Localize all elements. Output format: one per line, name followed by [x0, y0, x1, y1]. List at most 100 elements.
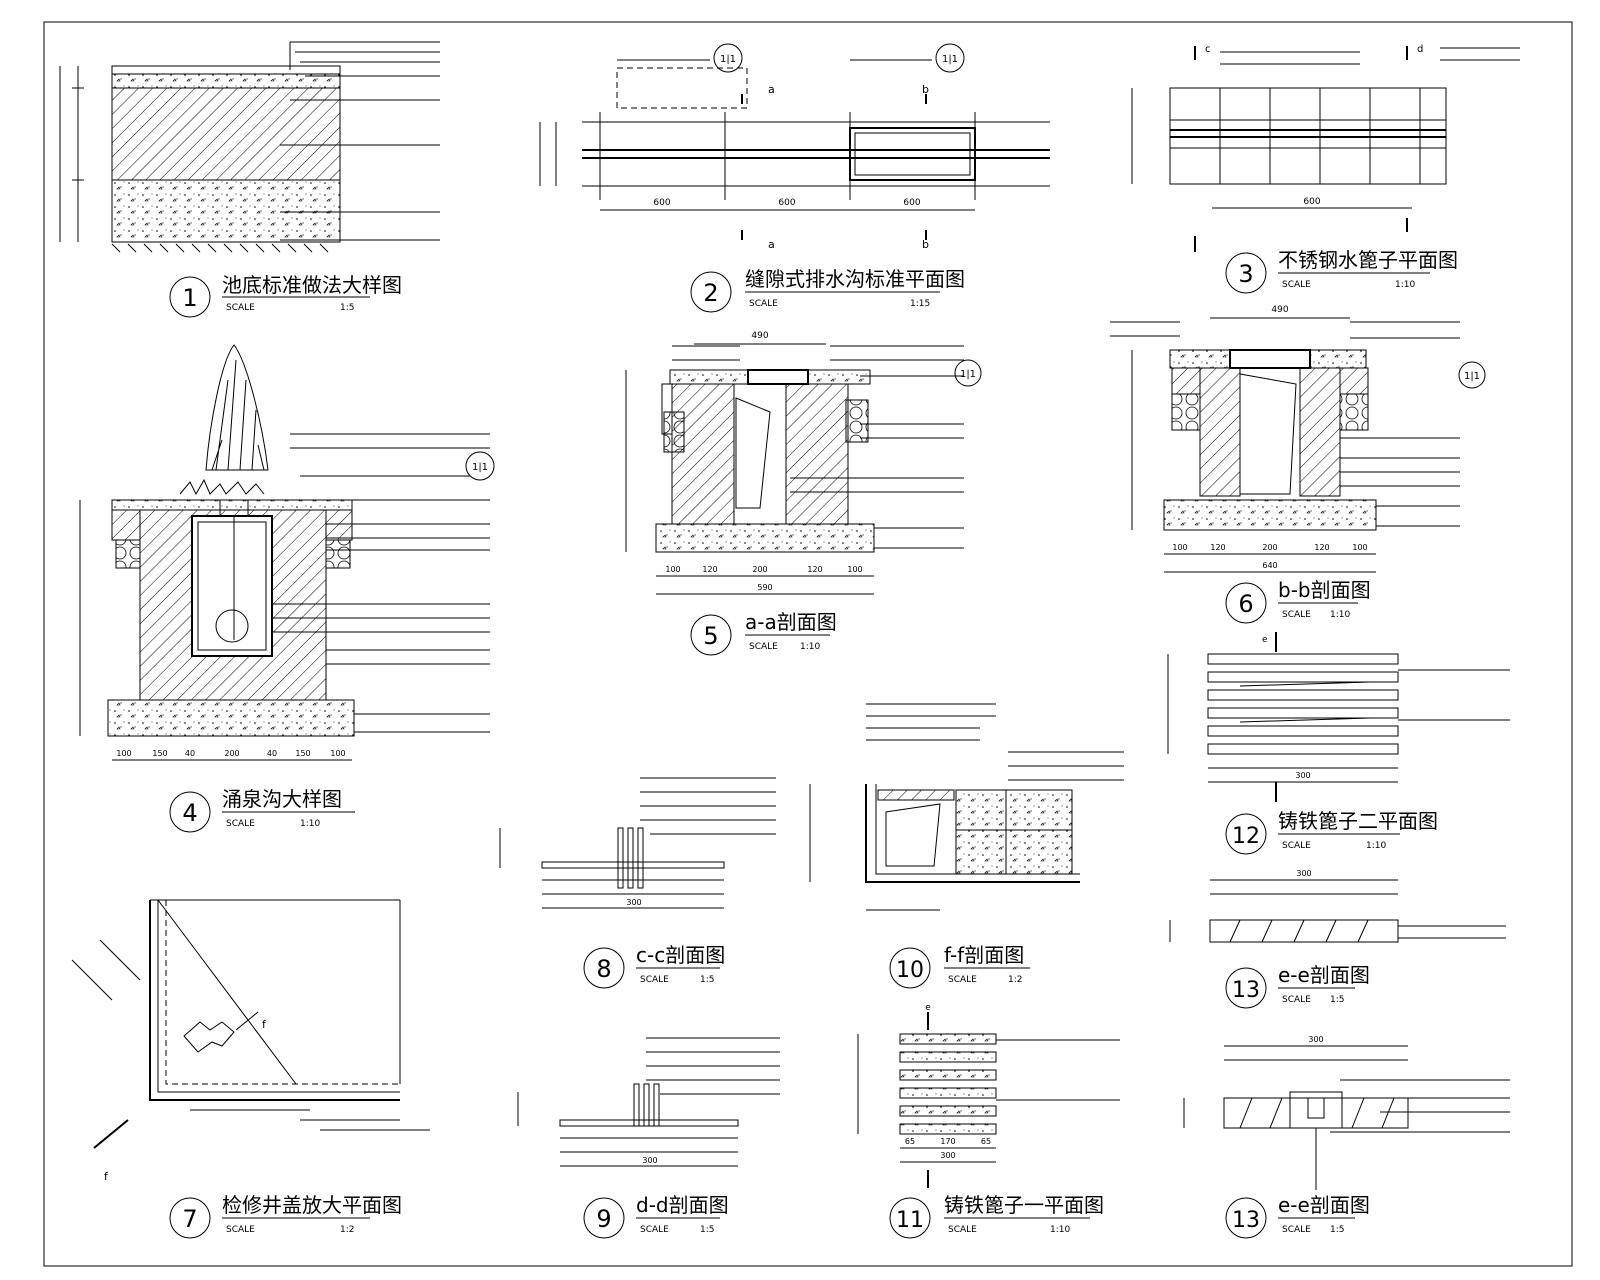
drawing-13-section-e-e-b: 300 13 e-e剖面图 SCALE 1:5	[1183, 1035, 1510, 1239]
drawing-label: 300	[626, 898, 641, 907]
drawing-label: c-c剖面图	[636, 943, 725, 967]
drawing-label: 120	[807, 565, 822, 574]
drawing-6-section-b-b: 490 100 120 200 120 100 640 1|1 6 b-b剖面图…	[1110, 305, 1486, 624]
drawing-label: 铸铁篦子一平面图	[944, 1193, 1104, 1217]
drawing-11-cast-iron-grate-1: e 65 170 65 300 11 铸铁篦子一平面图 SCALE 1:10	[857, 1003, 1120, 1239]
drawing-label: SCALE	[948, 1225, 977, 1235]
drawing-label: SCALE	[1282, 995, 1311, 1005]
scale-label: SCALE	[226, 303, 255, 313]
drawing-2-slot-drain-plan: a a b b 1|1 1|1 600 600 600 2 缝隙式排水沟标准平面…	[539, 43, 1050, 313]
drawing-label: 1:5	[700, 1225, 714, 1235]
drawing-4-spring-trench-detail: 100 150 40 200 40 150 100 1|1 4 涌泉沟大样图 S…	[79, 344, 495, 833]
drawing-7-manhole-cover-plan: f f 7 检修井盖放大平面图 SCALE 1:2	[71, 899, 430, 1239]
drawing-1-pool-bottom-detail: 1 池底标准做法大样图 SCALE 1:5	[59, 41, 440, 318]
drawing-label: 3	[1238, 260, 1253, 288]
drawing-label: SCALE	[948, 975, 977, 985]
drawing-9-section-d-d: 300 9 d-d剖面图 SCALE 1:5	[517, 1037, 780, 1239]
drawing-label: 1:2	[1008, 975, 1022, 985]
drawing-label: 1:10	[1395, 280, 1415, 290]
drawing-label: 8	[596, 955, 611, 983]
drawing-label: 120	[1314, 543, 1329, 552]
drawing-label: 1:15	[910, 299, 930, 309]
drawing-label: a	[768, 238, 775, 251]
drawing-label: 120	[702, 565, 717, 574]
drawing-label: 6	[1238, 590, 1253, 618]
drawing-10-section-f-f: 10 f-f剖面图 SCALE 1:2	[809, 703, 1124, 989]
drawing-label: 200	[224, 749, 239, 758]
drawing-label: 13	[1232, 1208, 1260, 1233]
drawing-label: 铸铁篦子二平面图	[1278, 809, 1438, 833]
drawing-label: 1:5	[1330, 1225, 1344, 1235]
drawing-13-section-e-e-a: 300 13 e-e剖面图 SCALE 1:5	[1169, 869, 1506, 1009]
drawing-label: SCALE	[1282, 280, 1311, 290]
drawing-8-section-c-c: 300 8 c-c剖面图 SCALE 1:5	[499, 777, 776, 989]
drawing-label: 1:5	[1330, 995, 1344, 1005]
drawing-label: f	[262, 1018, 267, 1031]
drawing-label: SCALE	[749, 299, 778, 309]
drawing-label: 12	[1232, 824, 1260, 849]
drawing-label: 65	[905, 1137, 915, 1146]
drawing-label: 2	[703, 279, 718, 307]
drawing-12-cast-iron-grate-2: e 300 12 铸铁篦子二平面图 SCALE 1:10	[1167, 632, 1510, 855]
drawing-label: 200	[752, 565, 767, 574]
drawing-label: 600	[778, 198, 795, 208]
drawing-3-stainless-grate-plan: c d 600 3 不锈钢水篦子平面图 SCALE 1:10	[1131, 44, 1520, 294]
drawing-label: SCALE	[1282, 841, 1311, 851]
drawing-label: 11	[896, 1208, 924, 1233]
drawing-label: 1:10	[800, 642, 820, 652]
drawing-label: SCALE	[640, 1225, 669, 1235]
drawing-label: 1:10	[1050, 1225, 1070, 1235]
drawing-label: 100	[330, 749, 345, 758]
drawing-label: 150	[295, 749, 310, 758]
scale-value: 1:5	[340, 303, 354, 313]
drawing-5-section-a-a: 490 100 120 200 120 100 590 1|1 5 a-a剖面图…	[625, 331, 982, 656]
drawing-label: 300	[1295, 771, 1310, 780]
drawing-label: 10	[896, 958, 924, 983]
drawing-label: SCALE	[1282, 610, 1311, 620]
drawing-label: 640	[1262, 561, 1277, 570]
drawing-label: 1:2	[340, 1225, 354, 1235]
drawing-label: a-a剖面图	[745, 610, 837, 634]
drawing-label: 1|1	[720, 54, 736, 65]
drawing-label: 150	[152, 749, 167, 758]
drawing-label: 600	[1303, 197, 1320, 207]
drawing-label: 1|1	[1464, 371, 1480, 382]
drawing-label: 300	[1308, 1035, 1323, 1044]
drawing-label: e	[1262, 635, 1268, 645]
drawing-label: SCALE	[226, 1225, 255, 1235]
drawing-label: 100	[665, 565, 680, 574]
drawing-label: 9	[596, 1205, 611, 1233]
drawing-label: 1|1	[960, 369, 976, 380]
drawing-label: 170	[940, 1137, 955, 1146]
drawing-label: SCALE	[749, 642, 778, 652]
drawing-label: 1|1	[472, 462, 488, 473]
drawing-label: b-b剖面图	[1278, 578, 1371, 602]
drawing-label: 5	[703, 622, 718, 650]
drawing-label: e	[925, 1003, 931, 1013]
drawing-label: 590	[757, 583, 772, 592]
drawing-label: 100	[1172, 543, 1187, 552]
drawing-number: 1	[182, 284, 197, 312]
drawing-label: 不锈钢水篦子平面图	[1278, 248, 1458, 272]
drawing-label: 100	[116, 749, 131, 758]
drawing-label: 7	[182, 1205, 197, 1233]
drawing-label: 40	[185, 749, 195, 758]
drawing-label: 4	[182, 799, 197, 827]
drawing-label: 300	[940, 1151, 955, 1160]
drawing-label: 13	[1232, 978, 1260, 1003]
drawing-label: 200	[1262, 543, 1277, 552]
drawing-label: f	[104, 1170, 109, 1183]
drawing-label: SCALE	[1282, 1225, 1311, 1235]
drawing-label: 490	[1271, 305, 1288, 315]
drawing-label: 40	[267, 749, 277, 758]
drawing-label: 600	[653, 198, 670, 208]
drawing-label: a	[768, 83, 775, 96]
drawing-label: 100	[1352, 543, 1367, 552]
drawing-label: 490	[751, 331, 768, 341]
drawing-label: 1|1	[942, 54, 958, 65]
drawing-label: 涌泉沟大样图	[222, 787, 342, 811]
drawing-label: b	[922, 238, 929, 251]
drawing-label: 600	[903, 198, 920, 208]
drawing-label: f-f剖面图	[944, 943, 1024, 967]
drawing-label: 检修井盖放大平面图	[222, 1193, 402, 1217]
